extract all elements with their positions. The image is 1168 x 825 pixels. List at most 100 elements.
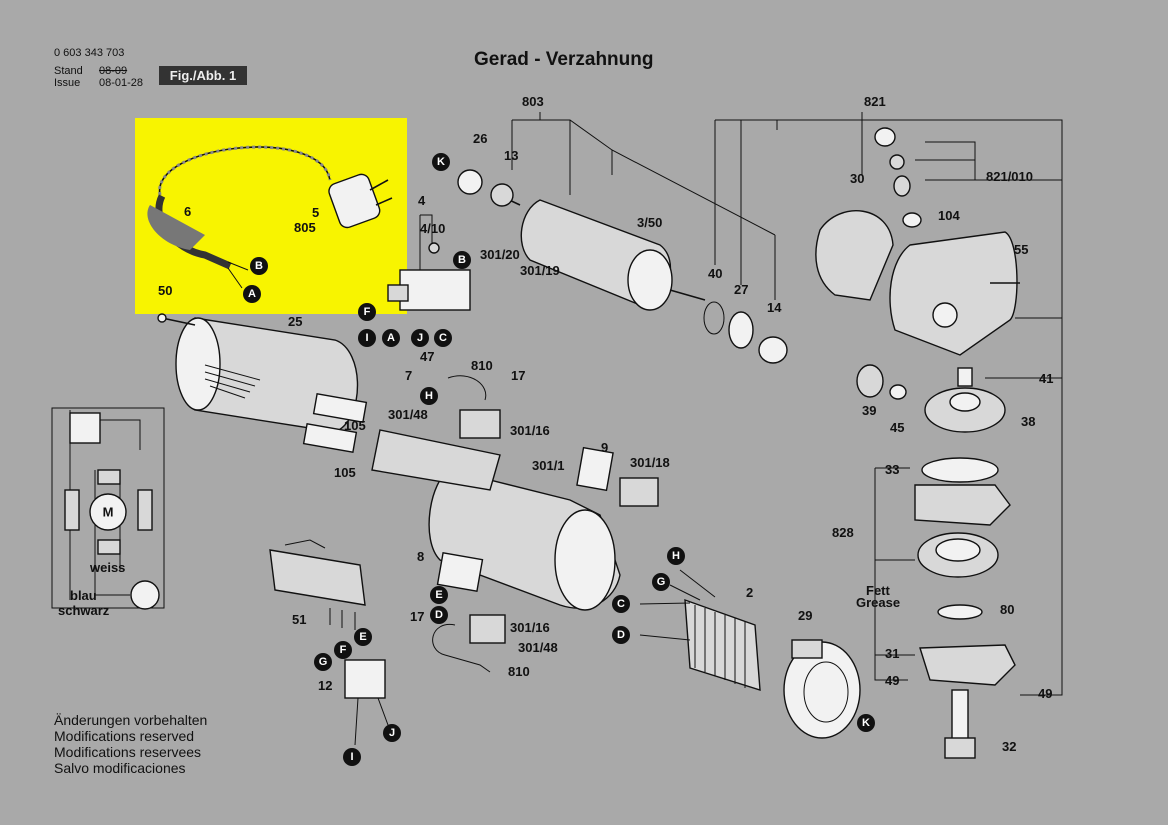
callout-d-marker: D (430, 606, 448, 624)
part-label-12: 12 (318, 678, 332, 693)
part-label-55: 55 (1014, 242, 1028, 257)
callout-circle (343, 748, 361, 766)
issue-value: 08-01-28 (99, 77, 144, 89)
stand-value: 08-09 (99, 65, 128, 77)
callout-i-marker: I (343, 748, 361, 766)
callout-circle (411, 329, 429, 347)
part-label-301-19: 301/19 (520, 263, 560, 278)
part-label-828: 828 (832, 525, 854, 540)
part-label-51: 51 (292, 612, 306, 627)
part-label-301-16b: 301/16 (510, 620, 550, 635)
callout-i-marker: I (358, 329, 376, 347)
callout-circle (434, 329, 452, 347)
callout-a-marker: A (382, 329, 400, 347)
callout-letter: J (417, 332, 423, 344)
callout-f-marker: F (334, 641, 352, 659)
callout-circle (250, 257, 268, 275)
part-label-2: 2 (746, 585, 753, 600)
callout-letter: I (350, 751, 353, 763)
part-label-26: 26 (473, 131, 487, 146)
part-label-45: 45 (890, 420, 904, 435)
callout-h-marker: H (420, 387, 438, 405)
callout-circle (430, 606, 448, 624)
part-label-25: 25 (288, 314, 302, 329)
callout-circle (334, 641, 352, 659)
part-label-810b: 810 (508, 664, 530, 679)
callout-letter: G (657, 576, 666, 588)
callout-b-marker: B (453, 251, 471, 269)
part-label-9: 9 (601, 440, 608, 455)
callout-f-marker: F (358, 303, 376, 321)
callout-circle (420, 387, 438, 405)
callout-h-marker: H (667, 547, 685, 565)
part-label-29: 29 (798, 608, 812, 623)
part-label-49b: 49 (1038, 686, 1052, 701)
issue-label: Issue (54, 77, 81, 89)
part-label-803: 803 (522, 94, 544, 109)
callout-circle (857, 714, 875, 732)
part-label-47: 47 (420, 349, 434, 364)
callout-letter: G (319, 656, 328, 668)
callout-letter: E (435, 589, 442, 601)
callout-circle (382, 329, 400, 347)
wiring-schematic (51, 407, 165, 609)
part-label-821: 821 (864, 94, 886, 109)
callout-circle (314, 653, 332, 671)
callout-g-marker: G (652, 573, 670, 591)
gear-housing (889, 231, 1018, 356)
motor-symbol (89, 493, 127, 531)
callout-letter: B (255, 260, 263, 272)
part-label-49a: 49 (885, 673, 899, 688)
callout-letter: F (364, 306, 371, 318)
part-label-805: 805 (294, 220, 316, 235)
part-label-6: 6 (184, 204, 191, 219)
callout-circle (453, 251, 471, 269)
suppressor-12 (344, 659, 386, 699)
part-label-weiss: weiss (89, 560, 125, 575)
switch-module (399, 269, 471, 311)
part-label-301-18: 301/18 (630, 455, 670, 470)
part-label-301-48a: 301/48 (388, 407, 428, 422)
part-label-41: 41 (1039, 371, 1053, 386)
part-label-105a: 105 (344, 418, 366, 433)
part-label-301-16a: 301/16 (510, 423, 550, 438)
callout-c-marker: C (434, 329, 452, 347)
part-label-4-10: 4/10 (420, 221, 445, 236)
callout-j-marker: J (383, 724, 401, 742)
part-label-grease: Grease (856, 595, 900, 610)
part-label-27: 27 (734, 282, 748, 297)
figure-badge: Fig./Abb. 1 (159, 66, 247, 85)
part-label-31: 31 (885, 646, 899, 661)
part-label-50: 50 (158, 283, 172, 298)
callout-circle (243, 285, 261, 303)
part-label-3-50: 3/50 (637, 215, 662, 230)
part-label-32: 32 (1002, 739, 1016, 754)
part-label-8: 8 (417, 549, 424, 564)
callout-letter: A (248, 288, 256, 300)
part-label-105b: 105 (334, 465, 356, 480)
callout-b-marker: B (250, 257, 268, 275)
part-label-30: 30 (850, 171, 864, 186)
callout-letter: F (340, 644, 347, 656)
part-label-301-1: 301/1 (532, 458, 565, 473)
part-label-13: 13 (504, 148, 518, 163)
page-title: Gerad - Verzahnung (474, 49, 654, 70)
part-label-schwarz: schwarz (58, 603, 110, 618)
callout-e-marker: E (354, 628, 372, 646)
callout-letter: K (437, 156, 445, 168)
part-label-301-20: 301/20 (480, 247, 520, 262)
callout-circle (652, 573, 670, 591)
callout-letter: D (617, 629, 625, 641)
plug (328, 173, 381, 229)
callout-letter: I (365, 332, 368, 344)
field-coil (684, 598, 761, 691)
part-label-fett: Fett (866, 583, 891, 598)
callout-letter: B (458, 254, 466, 266)
part-label-80: 80 (1000, 602, 1014, 617)
part-label-810a: 810 (471, 358, 493, 373)
part-label-38: 38 (1021, 414, 1035, 429)
callout-letter: H (672, 550, 680, 562)
